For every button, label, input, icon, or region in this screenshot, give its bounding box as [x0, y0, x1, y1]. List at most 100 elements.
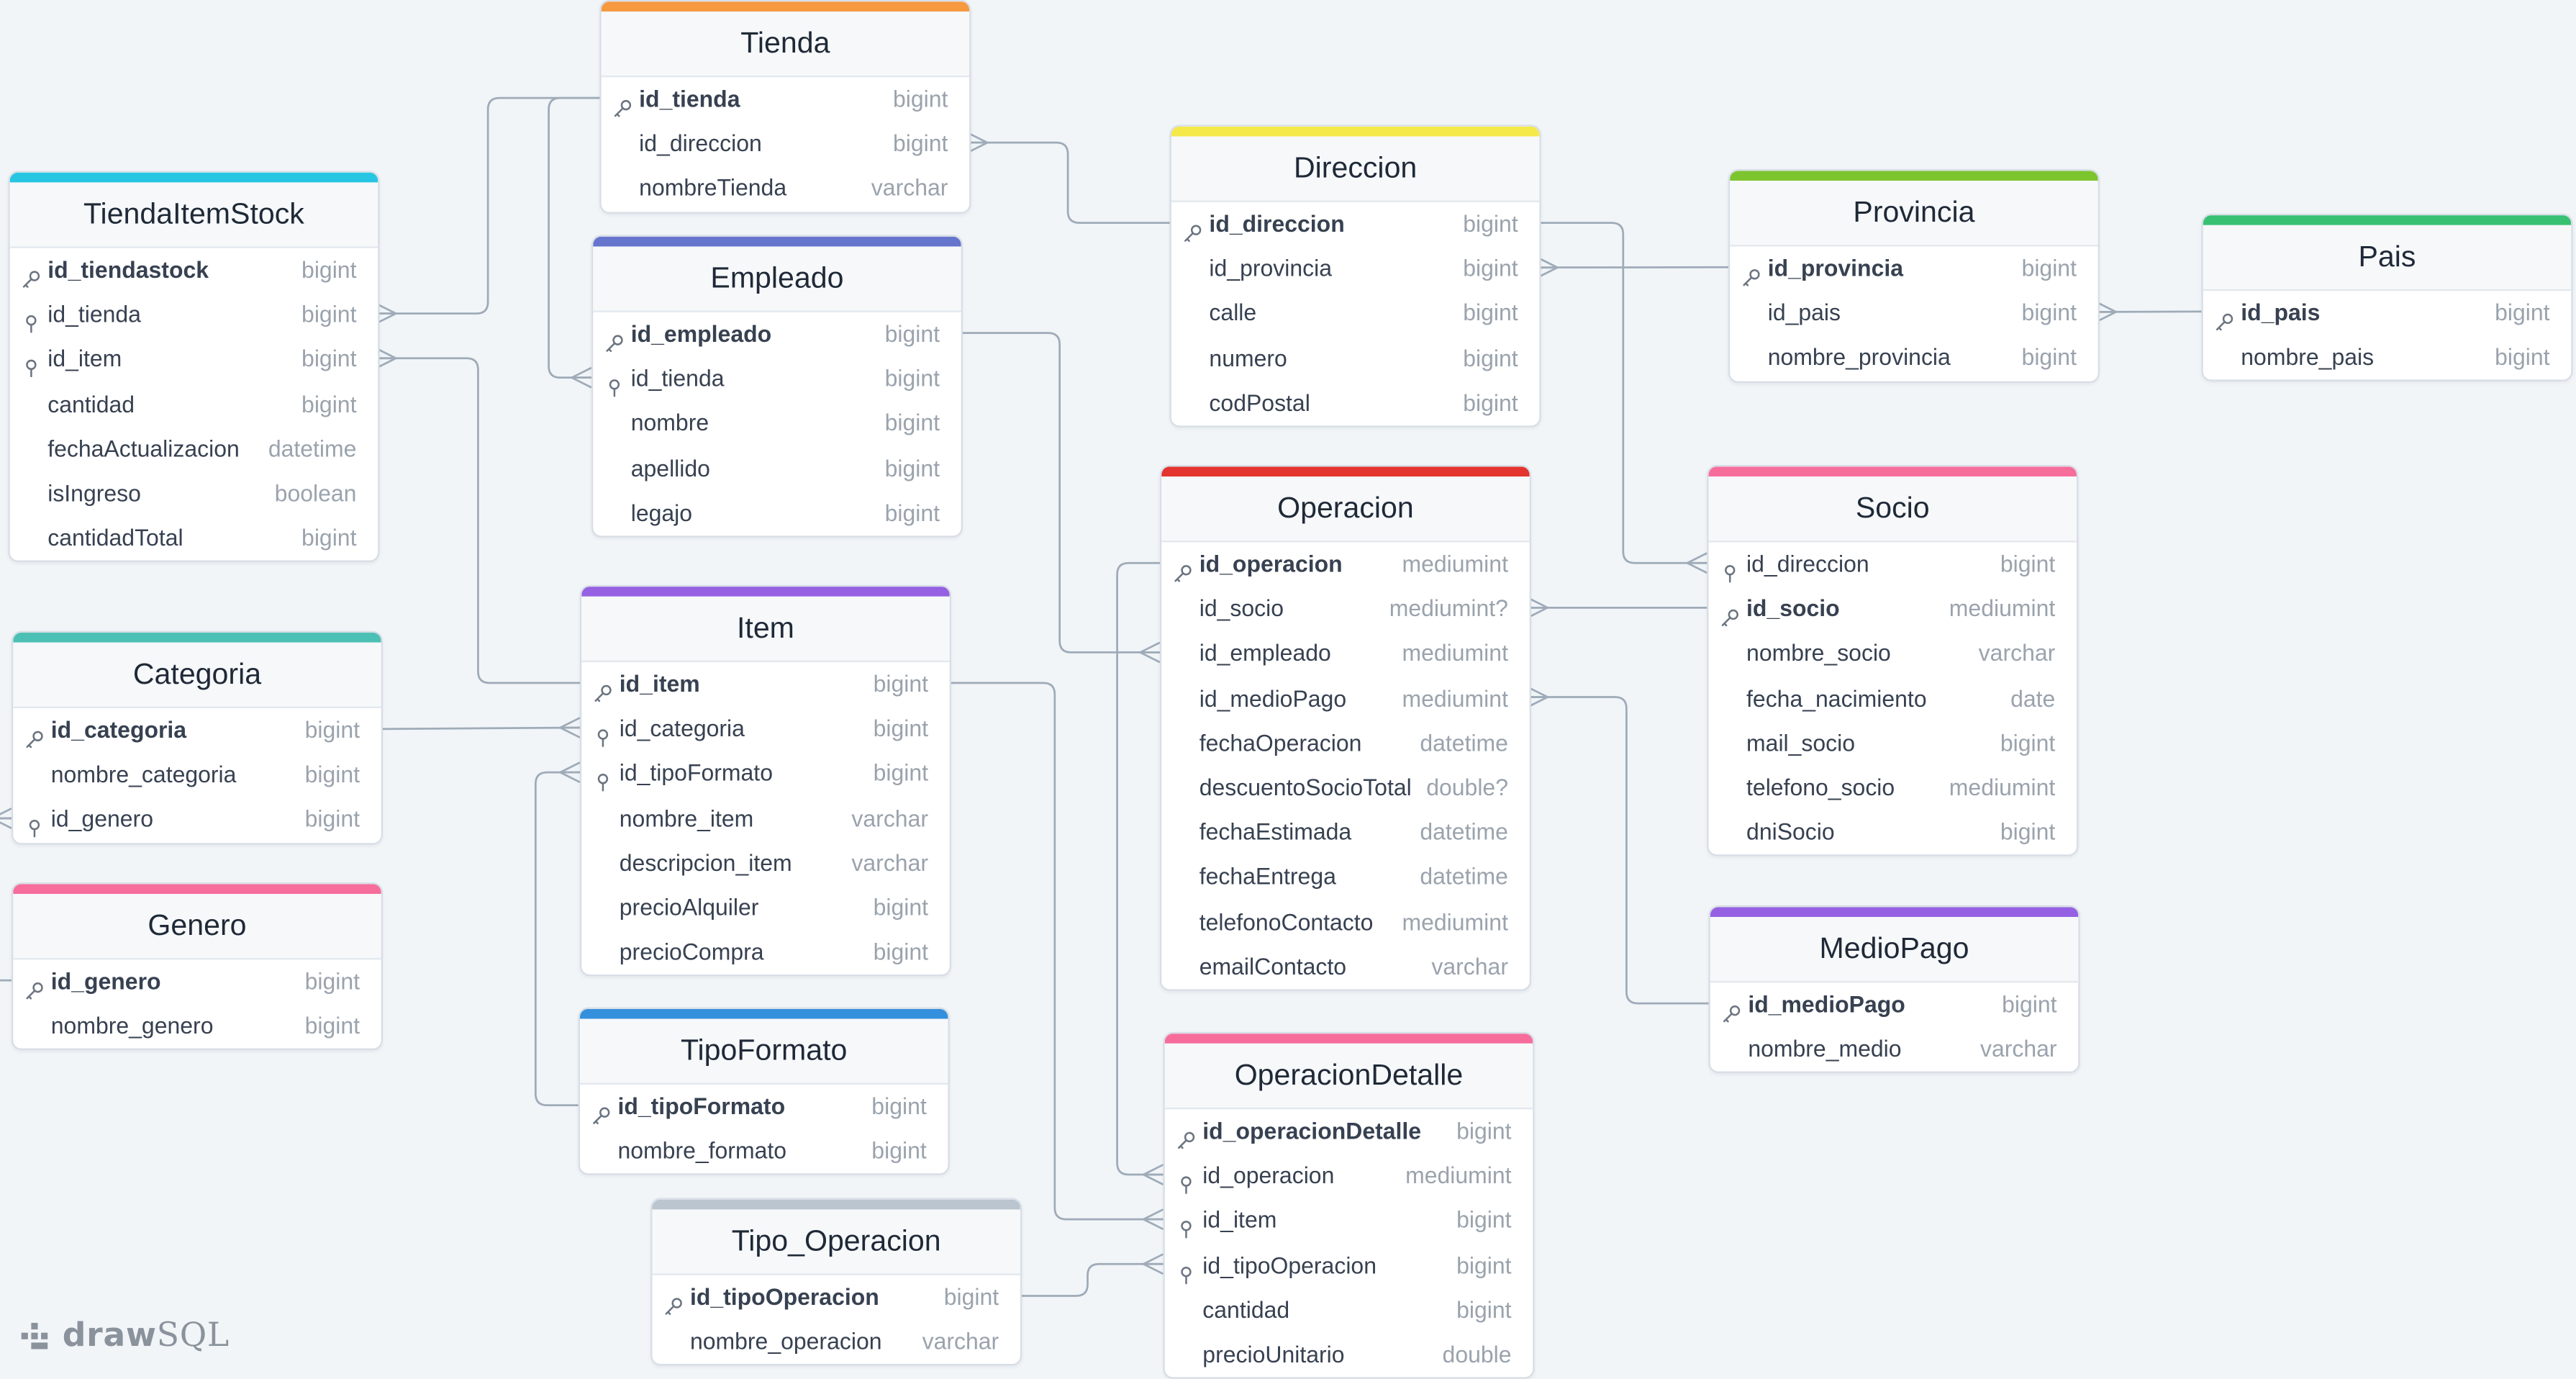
table-title[interactable]: Categoria — [13, 642, 381, 709]
table-title[interactable]: Item — [581, 596, 950, 663]
table-title[interactable]: Pais — [2203, 225, 2572, 291]
table-title[interactable]: TiendaItemStock — [9, 182, 378, 248]
table-title[interactable]: Genero — [13, 894, 381, 960]
column-name: id_item — [47, 345, 122, 372]
table-title[interactable]: TipoFormato — [579, 1018, 948, 1085]
table-title[interactable]: Socio — [1708, 476, 2077, 543]
column-name: id_pais — [2241, 299, 2321, 326]
table-title[interactable]: MedioPago — [1710, 917, 2079, 983]
table-title[interactable]: Provincia — [1730, 181, 2098, 247]
drawsql-logo: drawSQL — [19, 1313, 229, 1355]
table-title[interactable]: Tienda — [601, 11, 970, 78]
table-title[interactable]: Tipo_Operacion — [652, 1209, 1020, 1275]
table-title[interactable]: Direccion — [1171, 136, 1540, 202]
table-title[interactable]: OperacionDetalle — [1164, 1043, 1533, 1110]
table-title[interactable]: Operacion — [1161, 476, 1530, 543]
table-title[interactable]: Empleado — [593, 246, 961, 312]
